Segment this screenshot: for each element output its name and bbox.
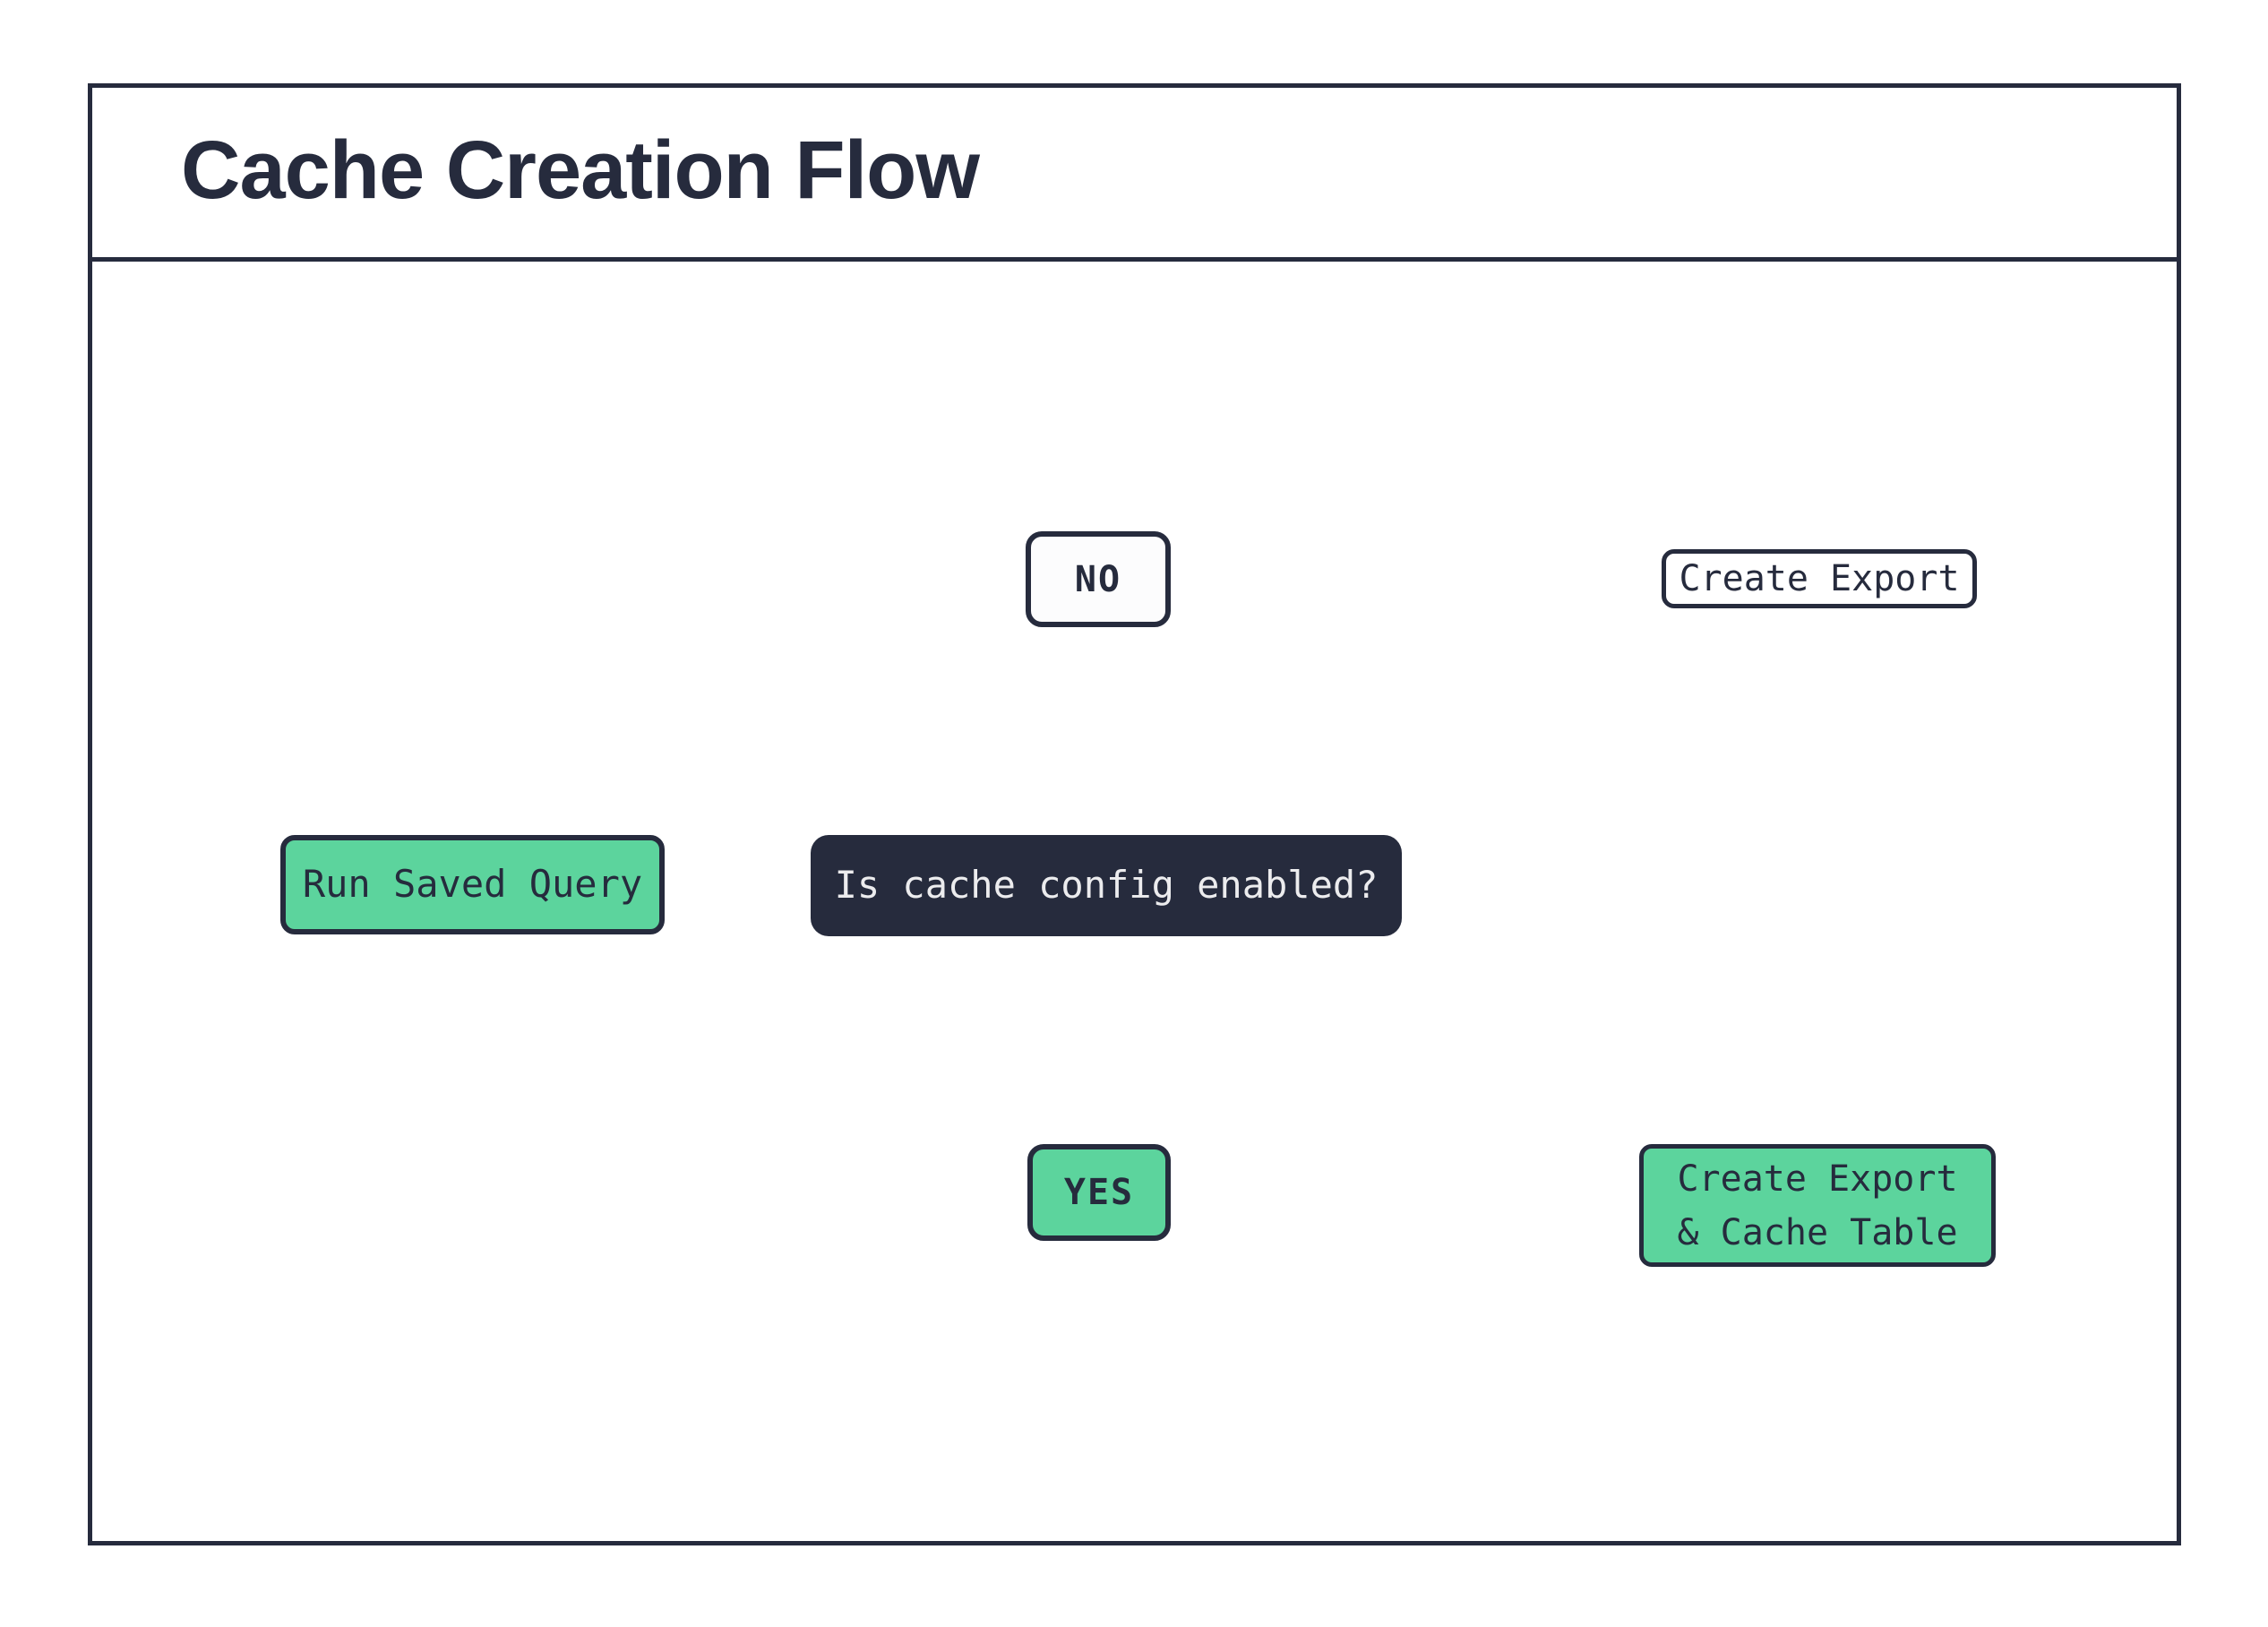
- node-run-saved-query-label: Run Saved Query: [302, 862, 643, 907]
- database-label-cache-line1: Create Export: [1677, 1158, 1958, 1200]
- database-label-cache-line2: & Cache Table: [1677, 1211, 1958, 1253]
- database-label-create-export-cache-table: Create Export & Cache Table: [1639, 1144, 1996, 1267]
- page-title: Cache Creation Flow: [181, 124, 980, 216]
- diagram-frame: [88, 83, 2181, 1545]
- node-no-label: NO: [1074, 558, 1122, 600]
- title-bar: Cache Creation Flow: [88, 83, 2181, 262]
- node-yes-branch: YES: [1027, 1144, 1171, 1241]
- node-decision-cache-config: Is cache config enabled?: [811, 835, 1402, 936]
- node-yes-label: YES: [1063, 1172, 1135, 1213]
- database-label-create-export-text: Create Export: [1679, 558, 1960, 599]
- database-label-create-export: Create Export: [1662, 549, 1977, 608]
- node-decision-label: Is cache config enabled?: [834, 863, 1379, 908]
- node-run-saved-query: Run Saved Query: [280, 835, 665, 934]
- node-no-branch: NO: [1026, 531, 1171, 627]
